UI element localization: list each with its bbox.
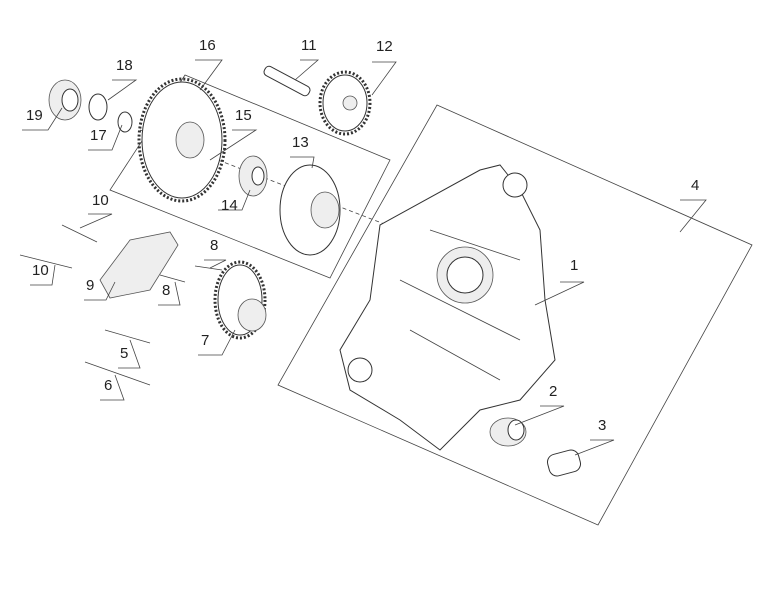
washer-18 [88, 93, 108, 121]
idle-gear-12 [318, 70, 372, 136]
leader-lines [22, 59, 707, 456]
callout-14: 14 [221, 197, 238, 214]
callout-17: 17 [90, 127, 107, 144]
callout-16: 16 [199, 37, 216, 54]
callout-18: 18 [116, 57, 133, 74]
callout-19: 19 [26, 107, 43, 124]
one-way-clutch-13 [279, 164, 341, 256]
needle-bearing-14 [238, 155, 268, 197]
callout-11: 11 [301, 37, 317, 54]
callout-15: 15 [235, 107, 252, 124]
shaft-11 [263, 65, 311, 97]
callout-7: 7 [201, 332, 210, 349]
oil-pump-7 [213, 260, 267, 340]
callout-13: 13 [292, 134, 309, 151]
callout-9: 9 [86, 277, 95, 294]
crankcase-group-frame [277, 104, 753, 526]
callout-12: 12 [376, 38, 393, 55]
bolts [19, 224, 223, 386]
callout-8: 8 [210, 237, 219, 254]
callout-1: 1 [570, 257, 579, 274]
starter-driven-gear-16 [137, 77, 227, 203]
sleeve-3 [546, 449, 582, 477]
callout-8: 8 [162, 282, 171, 299]
callout-5: 5 [120, 345, 129, 362]
crankcase-part [339, 164, 556, 451]
oil-seal-19 [48, 79, 82, 121]
callout-4: 4 [691, 177, 700, 194]
callout-2: 2 [549, 383, 558, 400]
callout-3: 3 [598, 417, 607, 434]
callout-10: 10 [32, 262, 49, 279]
bushing-2 [489, 417, 527, 447]
cover-9 [99, 231, 179, 299]
callout-10: 10 [92, 192, 109, 209]
starter-group-frame [109, 74, 391, 279]
callout-6: 6 [104, 377, 113, 394]
